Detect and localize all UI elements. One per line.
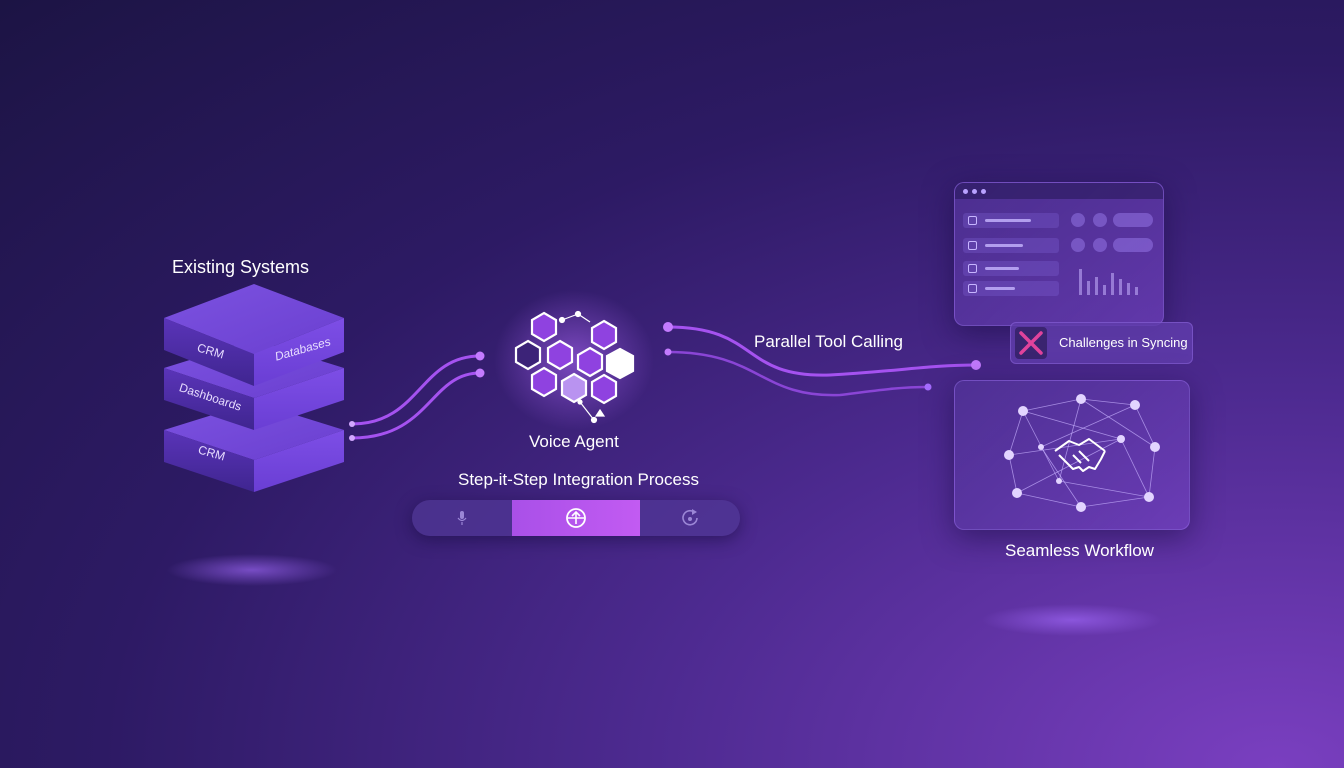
progress-step-3[interactable] <box>640 500 740 536</box>
network-graph <box>1004 394 1160 512</box>
parallel-tool-calling-label: Parallel Tool Calling <box>754 332 903 351</box>
challenges-badge: Challenges in Syncing <box>1010 322 1193 364</box>
dashboard-row <box>963 281 1059 296</box>
workflow-floor-glow <box>982 604 1162 636</box>
stack-to-agent-connectors <box>351 354 481 440</box>
dashboard-row <box>963 213 1059 228</box>
existing-systems-title: Existing Systems <box>172 257 310 277</box>
stack-floor-glow <box>167 554 337 586</box>
agent-to-tools-connectors <box>667 325 977 397</box>
hexagon-cluster-icon <box>514 311 635 405</box>
microphone-icon <box>457 511 467 525</box>
progress-step-2[interactable] <box>512 500 640 536</box>
challenges-label: Challenges in Syncing <box>1059 335 1188 350</box>
error-icon <box>1015 327 1047 359</box>
integration-progress-bar <box>412 500 740 536</box>
stack-layer-bottom <box>164 402 344 492</box>
agent-circuit-nodes <box>558 310 606 424</box>
sync-icon <box>566 508 586 528</box>
workflow-panel <box>954 380 1190 530</box>
handshake-icon <box>1054 438 1106 472</box>
dashboard-panel <box>954 182 1164 326</box>
window-dots <box>963 189 986 194</box>
dashboard-row <box>963 261 1059 276</box>
voice-agent-label: Voice Agent <box>529 432 619 451</box>
integration-process-title: Step-it-Step Integration Process <box>458 470 699 489</box>
stack-layer-top <box>164 284 344 386</box>
progress-step-1[interactable] <box>412 500 512 536</box>
refresh-icon <box>682 509 698 526</box>
dashboard-row <box>963 238 1059 253</box>
seamless-workflow-label: Seamless Workflow <box>1005 541 1154 560</box>
